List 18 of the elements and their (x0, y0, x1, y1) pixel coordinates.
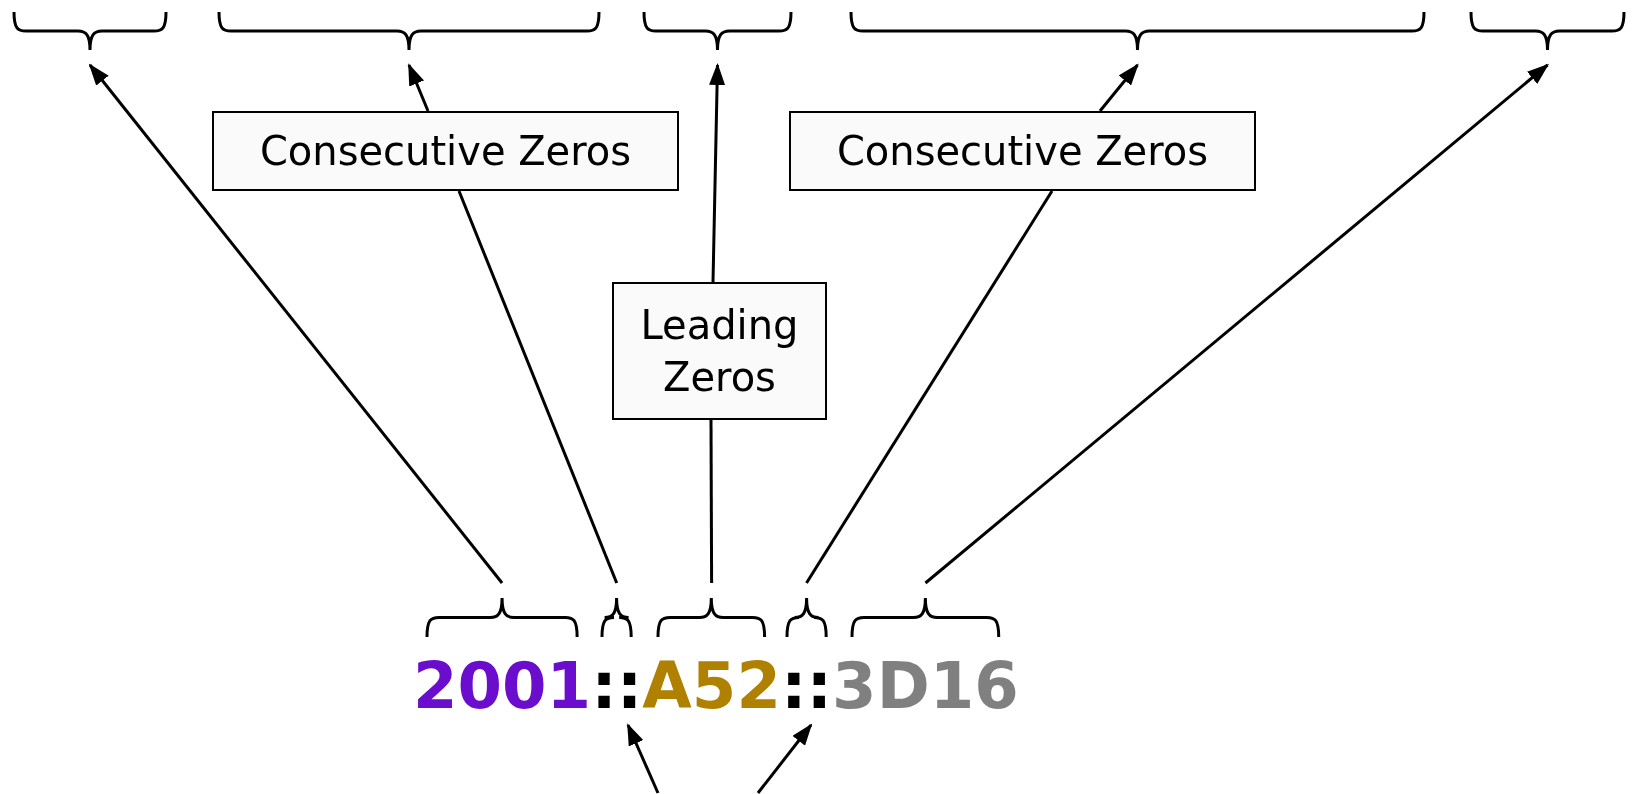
label-box: Consecutive Zeros (789, 111, 1256, 191)
address-segment: 3D16 (832, 583, 1019, 725)
address-segment: :: (591, 583, 643, 725)
arrow (756, 723, 813, 794)
address-segment: A52 (642, 583, 781, 725)
label-box: Leading Zeros (612, 282, 827, 420)
arrow (1098, 63, 1139, 112)
label-box: Consecutive Zeros (212, 111, 679, 191)
connector-line (457, 190, 619, 584)
connector-line (709, 420, 714, 583)
arrow (709, 63, 726, 283)
address-segment: 2001 (413, 583, 592, 725)
arrow (407, 63, 430, 112)
arrow (626, 723, 660, 794)
arrow (88, 63, 504, 584)
connector-line (805, 190, 1054, 584)
address-segment: :: (780, 583, 833, 725)
arrow (924, 63, 1550, 585)
